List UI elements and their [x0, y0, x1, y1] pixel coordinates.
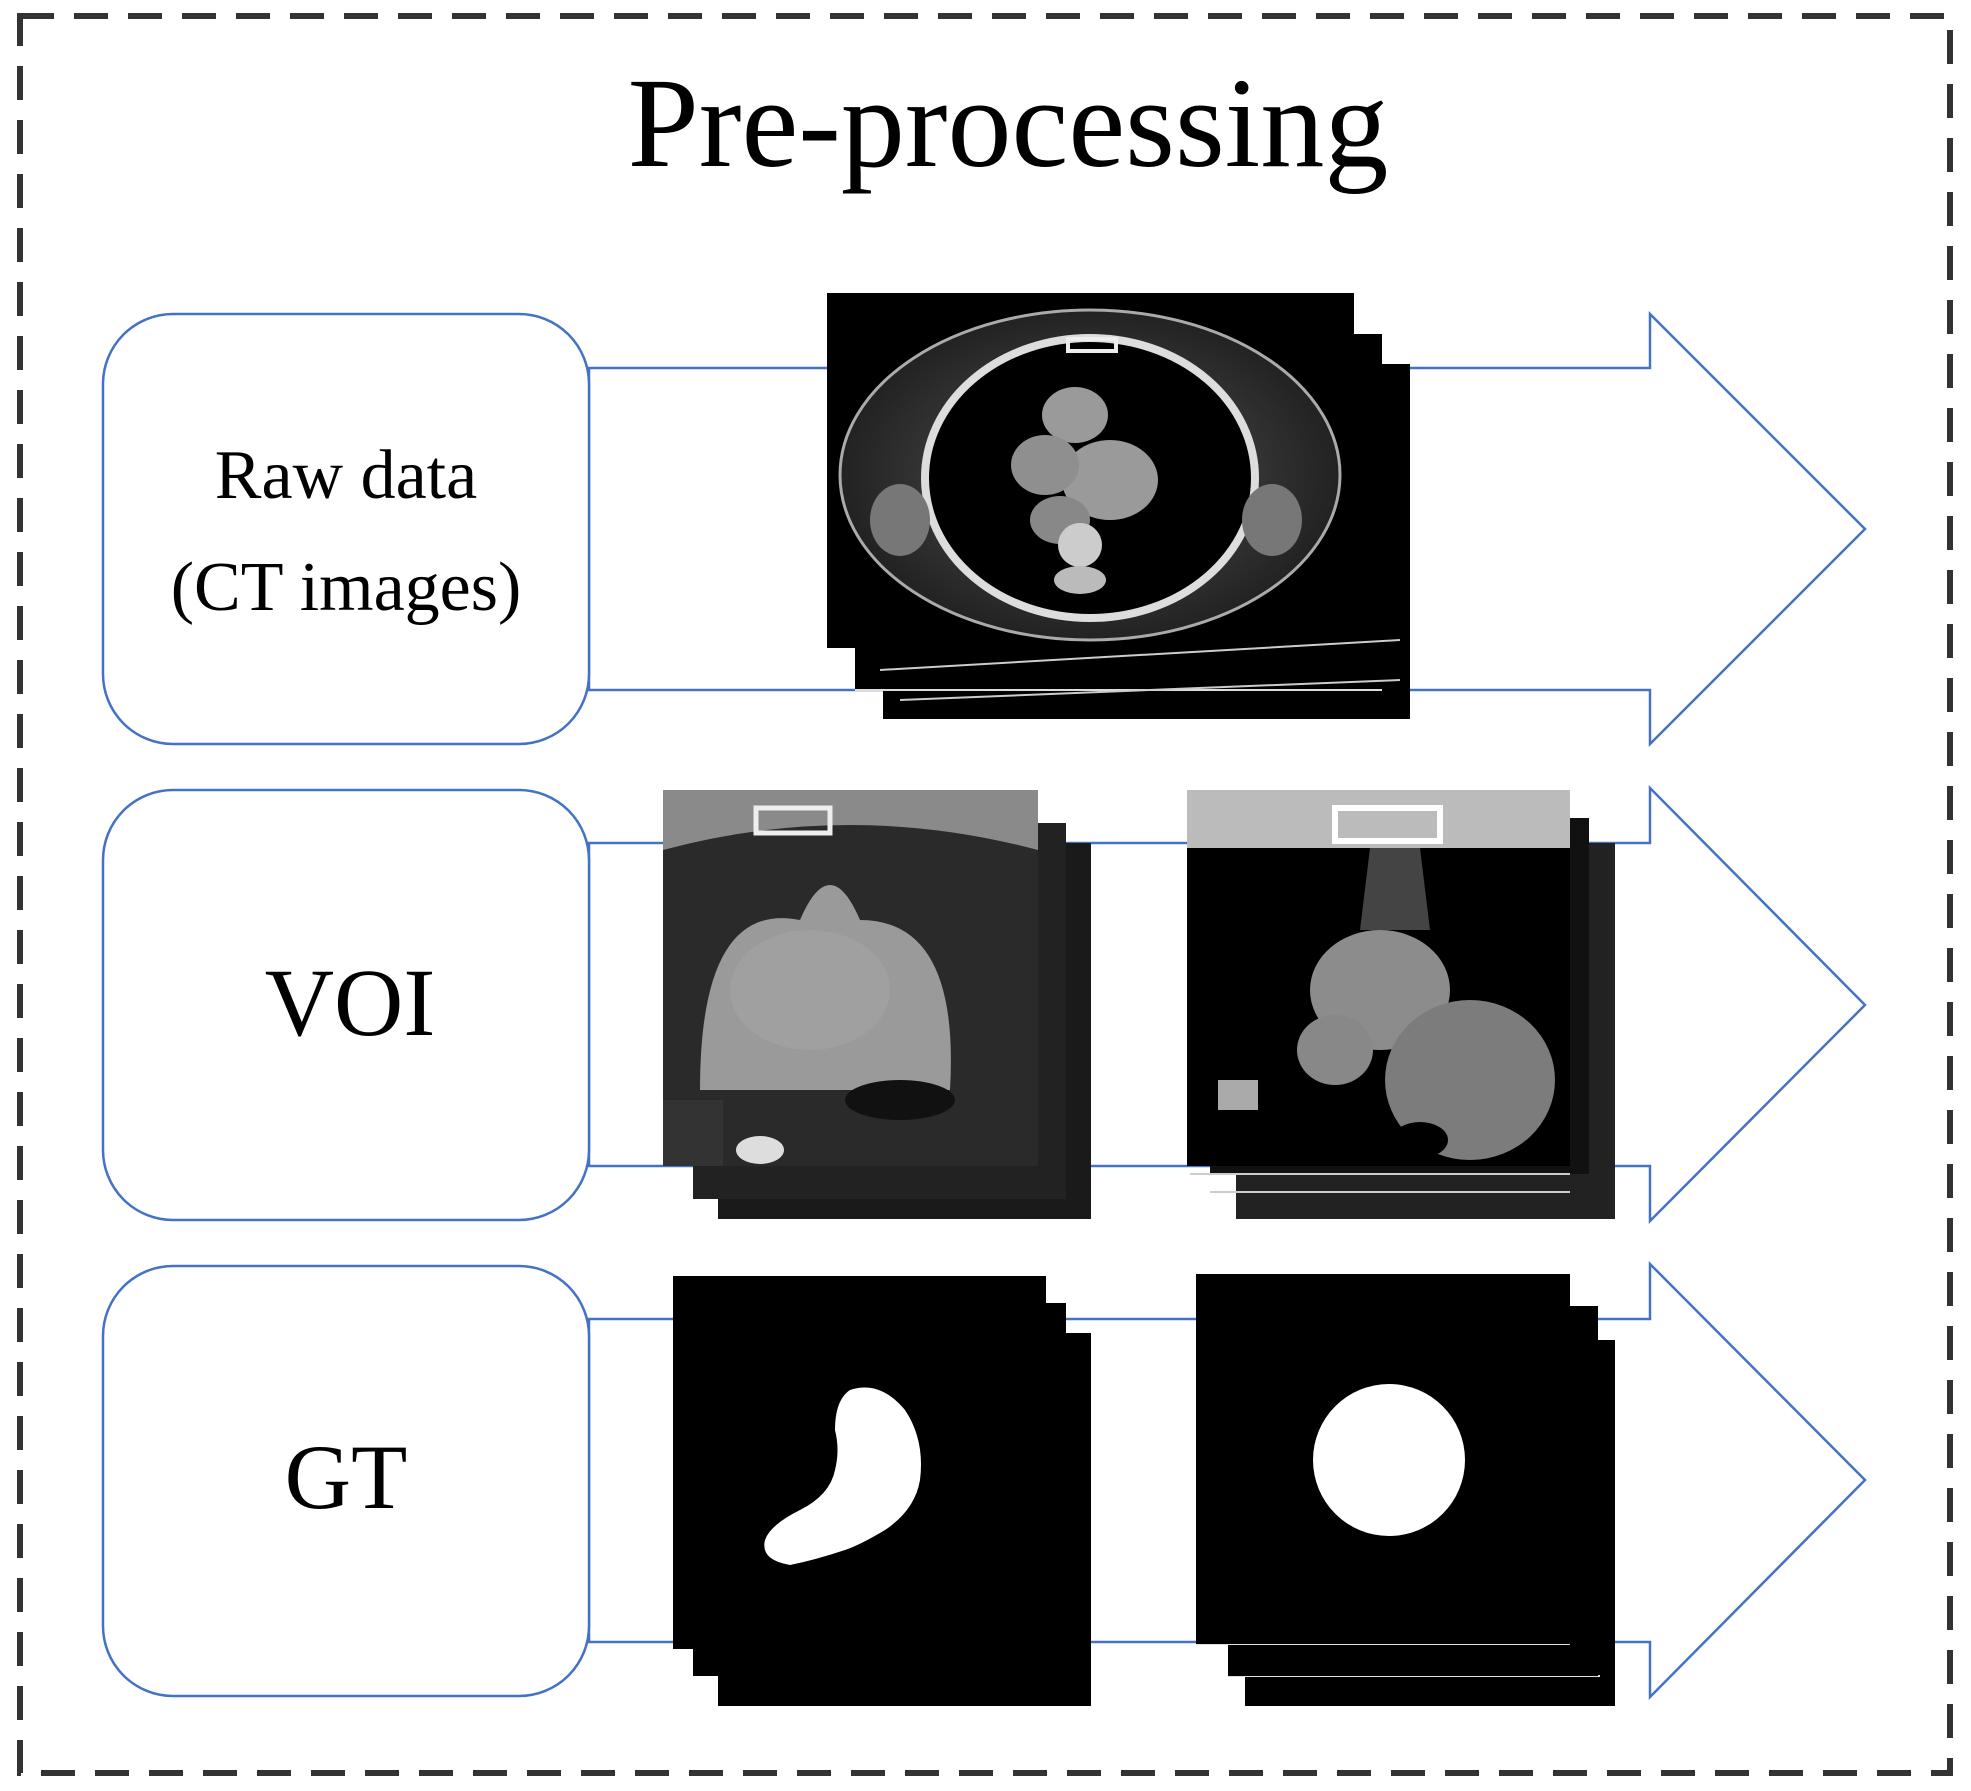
- voi-resampled-stack-icon: [1187, 790, 1615, 1219]
- row-label-line: GT: [285, 1426, 408, 1528]
- outer-dashed-border: [17, 13, 1953, 1776]
- row-gt: GT: [101, 1260, 1867, 1706]
- row-voi: VOI: [101, 784, 1867, 1225]
- row-label-box: [101, 312, 591, 746]
- gt-resampled-mask-stack-icon: [1196, 1274, 1615, 1706]
- row-label-box: [101, 1264, 591, 1698]
- row-label-line: VOI: [265, 949, 436, 1056]
- voi-crop-stack-icon: [663, 790, 1091, 1219]
- ct-scan-stack-icon: [827, 293, 1410, 719]
- diagram-title: Pre-processing: [628, 52, 1389, 194]
- gt-mask-stack-icon: [673, 1276, 1091, 1706]
- row-label-line: (CT images): [171, 549, 522, 626]
- row-raw-data: Raw data (CT images): [101, 293, 1867, 748]
- row-label-line: Raw data: [215, 437, 477, 514]
- row-label-box: [101, 788, 591, 1222]
